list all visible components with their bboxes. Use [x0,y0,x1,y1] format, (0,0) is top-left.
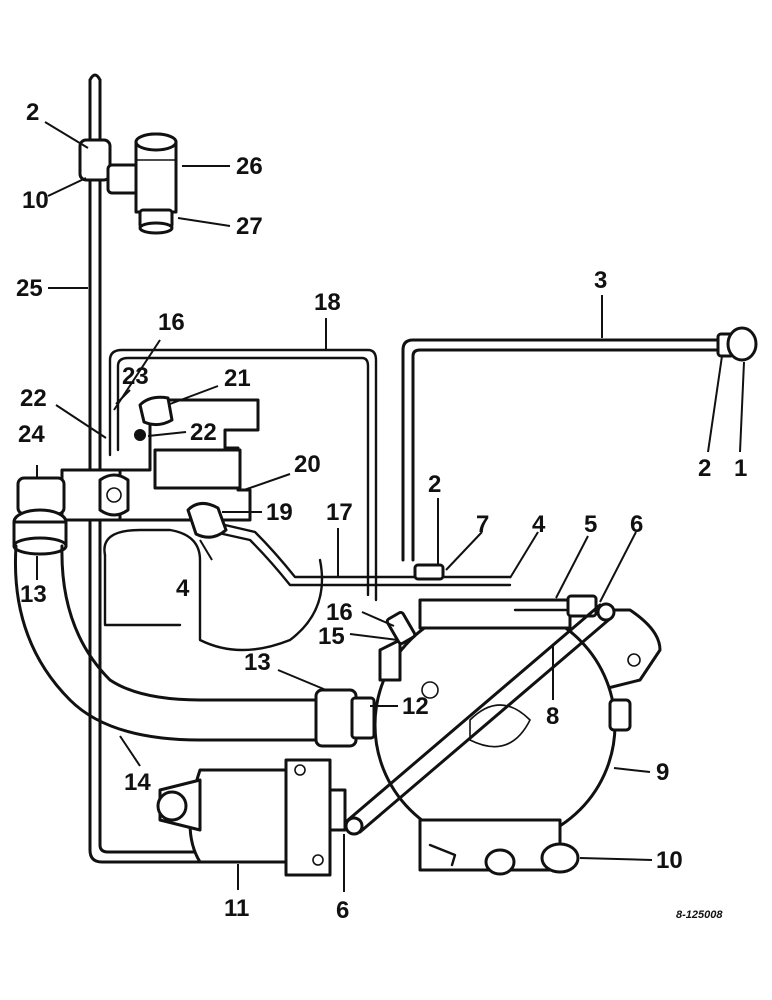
callout-20: 20 [294,451,321,478]
callout-22: 22 [190,419,217,446]
line-17 [203,520,512,587]
fitting-21 [134,395,174,441]
elbow-27 [138,208,174,235]
callout-6: 6 [630,511,643,538]
line-3 [401,338,732,562]
callout-12: 12 [402,693,429,720]
line-18 [108,348,378,602]
callout-7: 7 [476,511,489,538]
leader-lines [36,121,745,892]
tee-fitting-26 [78,132,178,214]
fitting-7 [413,563,445,581]
filter-11 [156,758,347,877]
callout-24: 24 [18,421,45,448]
fitting-15 [385,610,417,646]
callout-14: 14 [124,769,151,796]
filter-body-9 [373,598,662,876]
callout-1: 1 [734,455,747,482]
elbow-24 [12,476,68,556]
callout-11: 11 [224,895,249,922]
callout-22: 22 [20,385,47,412]
fitting-19 [186,502,228,539]
connector-12 [314,688,376,748]
callout-18: 18 [314,289,341,316]
callout-27: 27 [236,213,263,240]
callout-2: 2 [428,471,441,498]
callout-25: 25 [16,275,43,302]
callout-26: 26 [236,153,263,180]
callout-8: 8 [546,703,559,730]
callout-21: 21 [224,365,251,392]
drawing-code: 8-125008 [676,909,723,921]
callout-2: 2 [698,455,711,482]
callout-15: 15 [318,623,345,650]
tube-25 [88,73,302,864]
callout-10: 10 [656,847,683,874]
callout-19: 19 [266,499,293,526]
callout-10: 10 [22,187,49,214]
line-5 [513,594,598,618]
callout-4: 4 [532,511,546,538]
callout-23: 23 [122,363,149,390]
callout-9: 9 [656,759,669,786]
callout-13: 13 [244,649,271,676]
callout-16: 16 [326,599,353,626]
callout-2: 2 [26,99,39,126]
callout-13: 13 [20,581,47,608]
fitting-1 [716,326,758,362]
callout-6: 6 [336,897,349,924]
callout-17: 17 [326,499,353,526]
callout-3: 3 [594,267,607,294]
callout-labels: 2 10 26 27 25 18 3 16 23 21 22 24 22 20 … [16,99,747,924]
callout-5: 5 [584,511,597,538]
callout-4: 4 [176,575,190,602]
hose-14 [13,544,342,742]
callout-16: 16 [158,309,185,336]
pump-body-20 [60,398,260,522]
manifold-casting [103,528,324,652]
